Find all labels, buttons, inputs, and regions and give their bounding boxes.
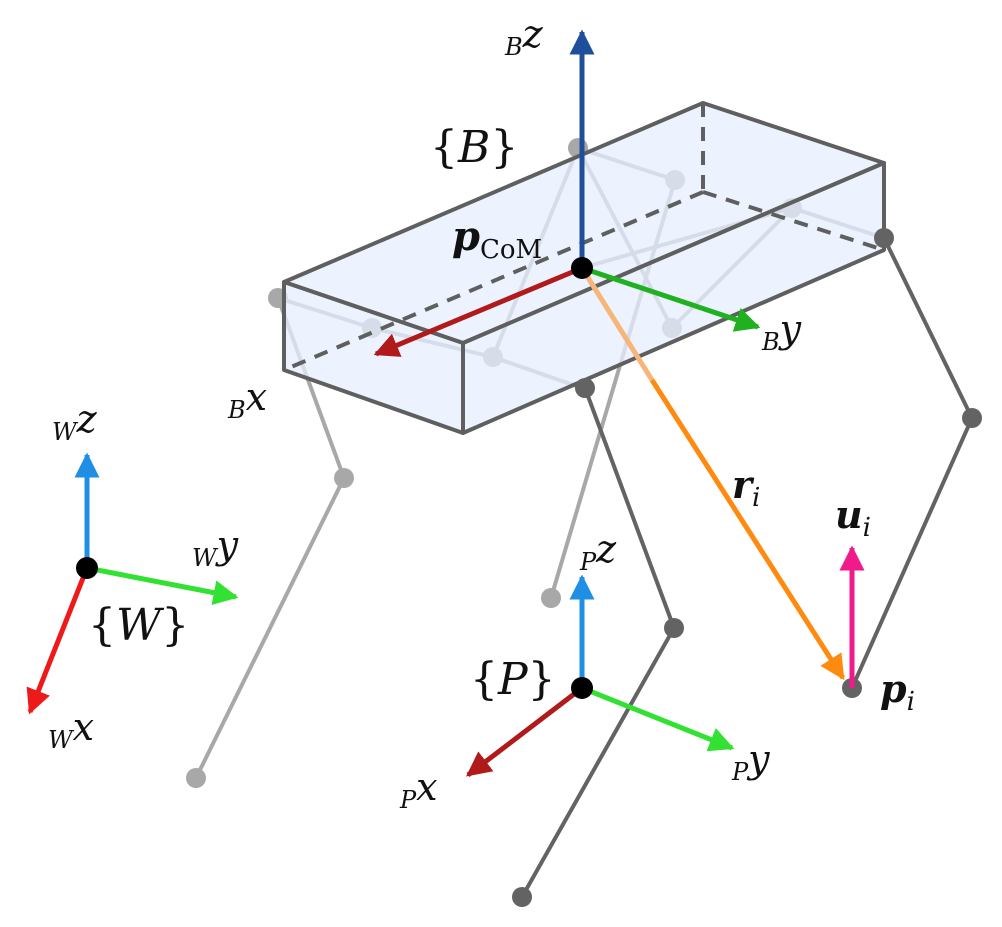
world-y-label: Wy — [192, 523, 239, 572]
plane-y-label: Py — [731, 737, 770, 786]
joint — [962, 408, 982, 428]
plane-y-axis — [581, 685, 735, 752]
body-frame-axes — [373, 29, 761, 357]
p-com-label: pCoM — [452, 213, 542, 265]
world-frame-axes — [26, 452, 239, 715]
plane-frame-label: {P} — [470, 654, 556, 705]
joint — [334, 468, 354, 488]
u-i-label: ui — [835, 492, 871, 543]
joint — [874, 228, 894, 248]
front-leg-joints — [512, 228, 982, 907]
plane-frame-axes — [466, 574, 735, 777]
leg-front-center — [520, 386, 677, 899]
body-frame-label: {B} — [430, 122, 518, 173]
plane-z-label: Pz — [579, 527, 617, 576]
joint — [575, 378, 595, 398]
plane-x-label: Px — [399, 765, 438, 814]
world-y-axis — [86, 565, 239, 605]
joint — [186, 768, 206, 788]
body-x-label: Bx — [227, 375, 267, 424]
r-i-vector — [579, 266, 846, 681]
body-y-axis — [581, 265, 761, 332]
p-i-label: pi — [880, 666, 915, 717]
joint — [664, 618, 684, 638]
world-x-axis — [26, 567, 90, 715]
world-origin — [76, 557, 98, 579]
world-x-label: Wx — [48, 705, 94, 754]
leg-front-right — [850, 236, 975, 690]
joint — [541, 588, 561, 608]
body-x-axis — [373, 265, 583, 357]
body-y-label: By — [761, 307, 802, 356]
com-point — [571, 257, 593, 279]
plane-origin — [571, 677, 593, 699]
r-i-label: ri — [732, 462, 760, 513]
body-z-label: Bz — [504, 12, 544, 61]
world-frame-label: {W} — [88, 600, 189, 651]
box-hidden-edges — [283, 103, 885, 372]
plane-x-axis — [466, 686, 584, 777]
joint — [512, 887, 532, 907]
world-z-label: Wz — [52, 397, 98, 446]
